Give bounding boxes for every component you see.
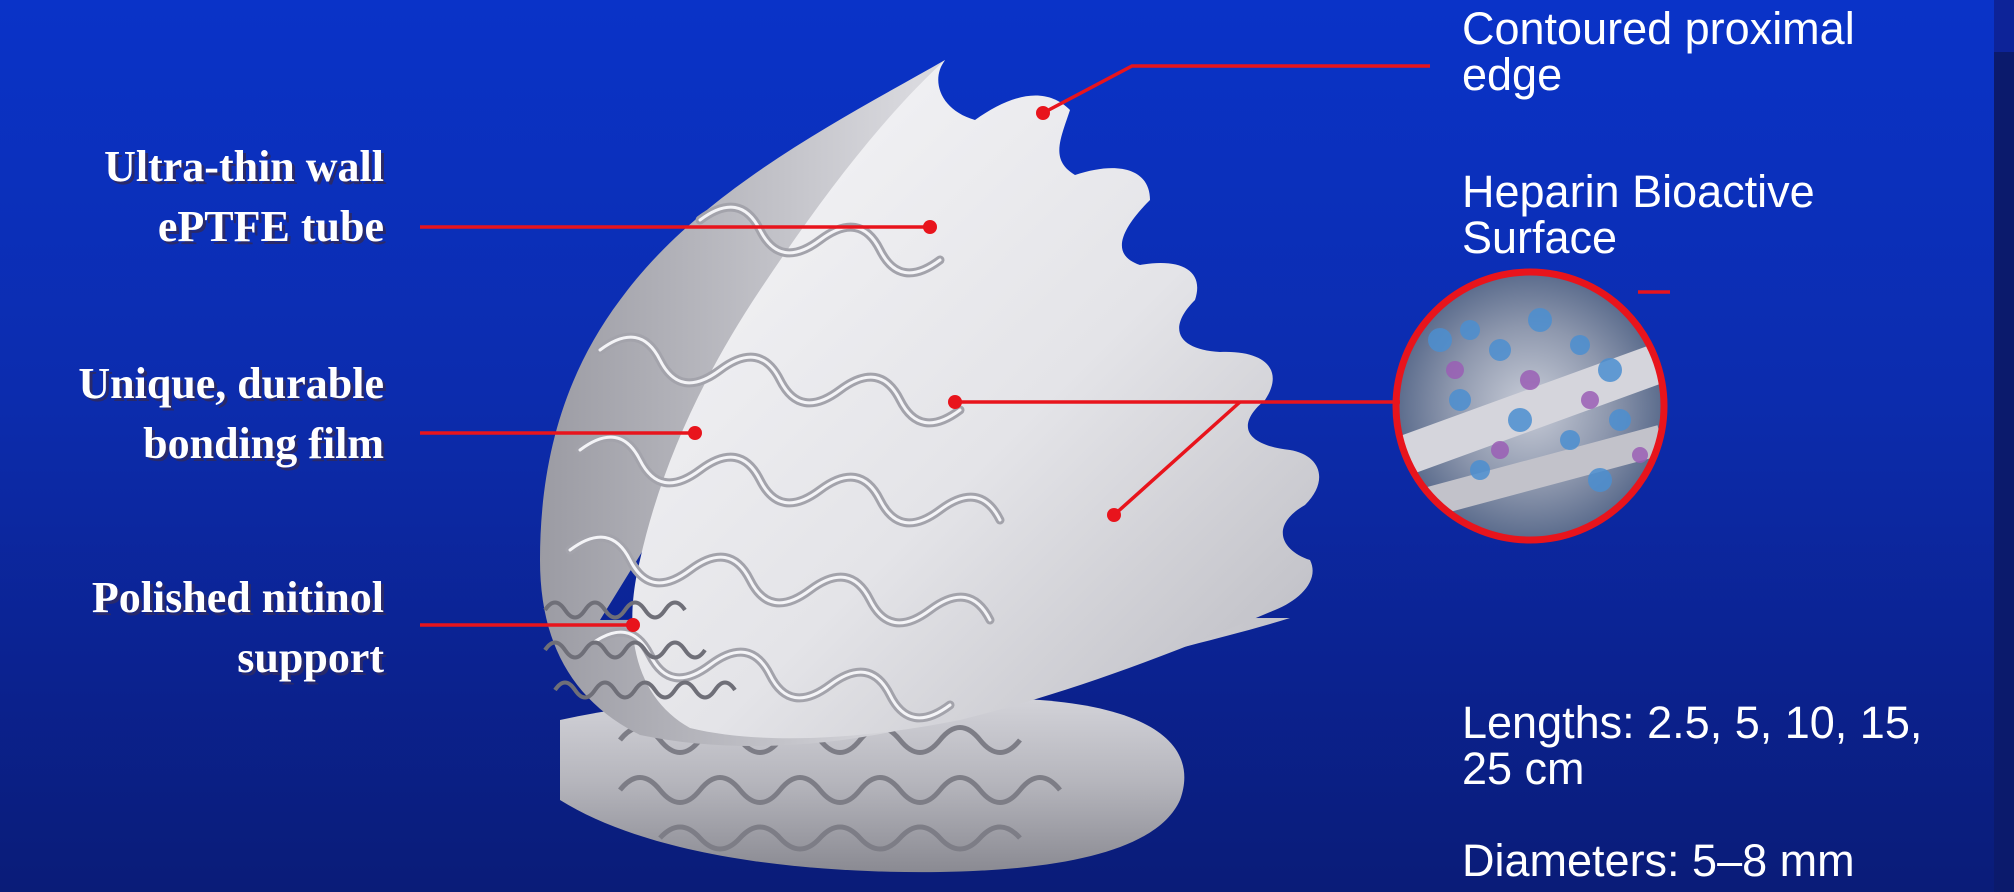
label-diameters-text: Diameters: 5–8 mm	[1462, 838, 1855, 884]
label-eptfe-line2: ePTFE tube	[104, 197, 384, 257]
dot-bonding	[688, 426, 702, 440]
dot-nitinol	[626, 618, 640, 632]
dot-contoured	[1036, 106, 1050, 120]
label-nitinol-line2: support	[92, 628, 384, 688]
label-lengths-line2: 25 cm	[1462, 746, 1922, 792]
label-nitinol-line1: Polished nitinol	[92, 568, 384, 628]
label-contoured-line2: edge	[1462, 52, 1855, 98]
label-heparin-line1: Heparin Bioactive	[1462, 169, 1815, 215]
label-bonding-line2: bonding film	[78, 414, 384, 474]
dot-heparin-lower	[1107, 508, 1121, 522]
label-eptfe-line1: Ultra-thin wall	[104, 137, 384, 197]
heparin-magnified-inset	[1396, 272, 1665, 540]
leader-line-contoured	[1043, 66, 1430, 113]
label-heparin-line2: Surface	[1462, 215, 1815, 261]
label-heparin-surface: Heparin Bioactive Surface	[1462, 169, 1815, 261]
label-nitinol-support: Polished nitinol support	[92, 568, 384, 688]
label-lengths: Lengths: 2.5, 5, 10, 15, 25 cm	[1462, 700, 1922, 792]
label-bonding-line1: Unique, durable	[78, 354, 384, 414]
dot-eptfe	[923, 220, 937, 234]
label-contoured-line1: Contoured proximal	[1462, 6, 1855, 52]
label-lengths-line1: Lengths: 2.5, 5, 10, 15,	[1462, 700, 1922, 746]
label-eptfe-tube: Ultra-thin wall ePTFE tube	[104, 137, 384, 257]
label-diameters: Diameters: 5–8 mm	[1462, 838, 1855, 884]
dot-heparin-left	[948, 395, 962, 409]
label-contoured-edge: Contoured proximal edge	[1462, 6, 1855, 98]
label-bonding-film: Unique, durable bonding film	[78, 354, 384, 474]
